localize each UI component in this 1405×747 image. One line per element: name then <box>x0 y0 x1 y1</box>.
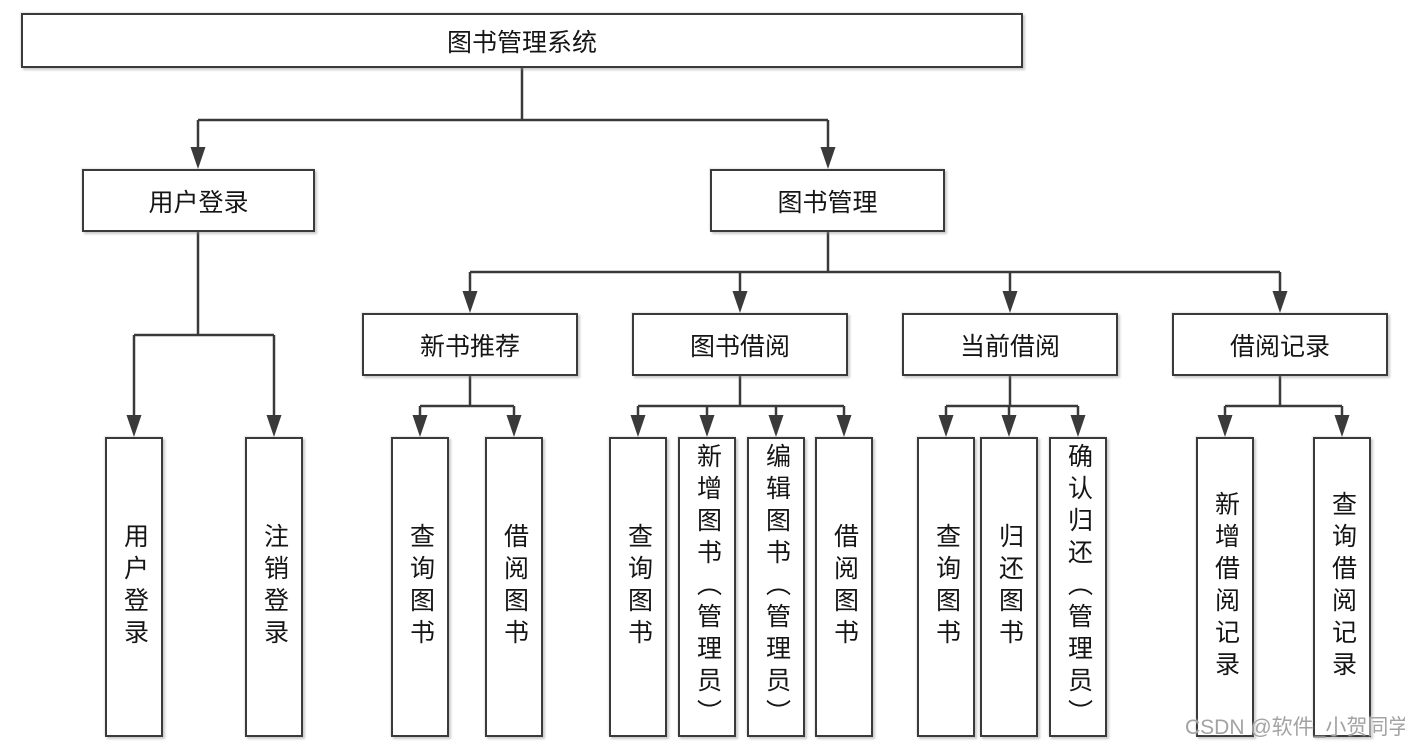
leaf-confirm-return-admin: 确认归还（管理员） <box>1049 437 1107 737</box>
node-book-management: 图书管理 <box>710 169 945 232</box>
leaf-query-books-borrow-label: 查询图书 <box>624 523 653 651</box>
node-borrow-records: 借阅记录 <box>1172 313 1388 376</box>
leaf-add-book-admin-label: 新增图书（管理员） <box>693 443 722 731</box>
leaf-user-login-label: 用户登录 <box>120 523 149 651</box>
leaf-return-book-label: 归还图书 <box>995 523 1024 651</box>
leaf-logout: 注销登录 <box>245 437 303 737</box>
leaf-borrow-books-borrow-label: 借阅图书 <box>830 523 859 651</box>
leaf-add-book-admin: 新增图书（管理员） <box>678 437 736 737</box>
leaf-query-books-newbook: 查询图书 <box>391 437 449 737</box>
connector-newbook-to-leaves <box>418 376 516 417</box>
leaf-user-login: 用户登录 <box>105 437 163 737</box>
leaf-logout-label: 注销登录 <box>260 523 289 651</box>
leaf-query-books-newbook-label: 查询图书 <box>406 523 435 651</box>
leaf-add-borrow-record: 新增借阅记录 <box>1196 437 1254 737</box>
connector-currentborrow-to-leaves <box>944 376 1080 417</box>
connector-borrowrecord-to-leaves <box>1223 376 1344 417</box>
leaf-return-book: 归还图书 <box>980 437 1038 737</box>
leaf-confirm-return-admin-label: 确认归还（管理员） <box>1064 443 1093 731</box>
leaf-edit-book-admin: 编辑图书（管理员） <box>747 437 805 737</box>
leaf-borrow-books-newbook-label: 借阅图书 <box>500 523 529 651</box>
connector-userlogin-to-leaves <box>132 232 276 417</box>
leaf-query-borrow-record-label: 查询借阅记录 <box>1328 491 1357 683</box>
leaf-query-books-borrow: 查询图书 <box>609 437 667 737</box>
watermark: CSDN @软件_小贺同学 <box>1185 716 1405 739</box>
leaf-query-borrow-record: 查询借阅记录 <box>1313 437 1371 737</box>
connector-bookborrow-to-leaves <box>636 376 846 417</box>
leaf-add-borrow-record-label: 新增借阅记录 <box>1211 491 1240 683</box>
node-new-book-recommend: 新书推荐 <box>362 313 578 376</box>
node-root: 图书管理系统 <box>21 13 1023 68</box>
node-current-borrow: 当前借阅 <box>902 313 1118 376</box>
node-user-login: 用户登录 <box>82 169 315 232</box>
arrowheads <box>126 147 1350 437</box>
leaf-borrow-books-newbook: 借阅图书 <box>485 437 543 737</box>
leaf-query-books-current: 查询图书 <box>917 437 975 737</box>
node-book-borrow: 图书借阅 <box>632 313 848 376</box>
connector-bookmgmt-to-level3 <box>468 232 1282 293</box>
leaf-edit-book-admin-label: 编辑图书（管理员） <box>762 443 791 731</box>
connector-root-to-level2 <box>196 68 830 149</box>
leaf-borrow-books-borrow: 借阅图书 <box>815 437 873 737</box>
leaf-query-books-current-label: 查询图书 <box>932 523 961 651</box>
